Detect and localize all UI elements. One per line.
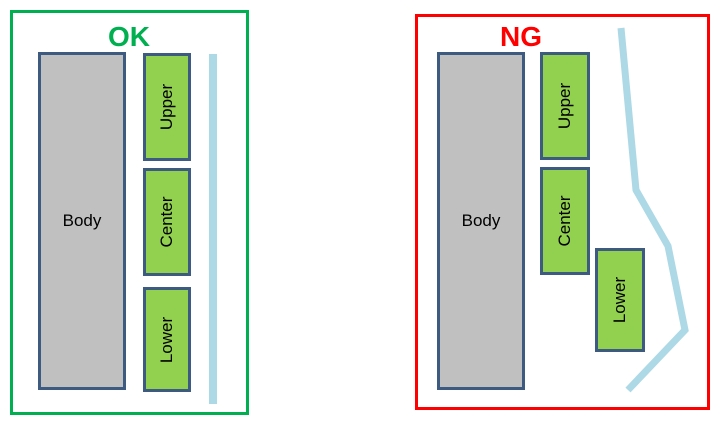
ng-center-block: Center	[540, 167, 590, 275]
ok-body-block: Body	[38, 52, 126, 390]
ng-reference-line	[617, 27, 689, 393]
ng-lower-block: Lower	[595, 248, 645, 352]
ng-body-label: Body	[461, 211, 501, 230]
ng-body-block: Body	[437, 52, 525, 390]
ok-center-block: Center	[143, 168, 191, 276]
ng-title: NG	[496, 22, 546, 52]
ok-title: OK	[104, 22, 154, 52]
ok-lower-block: Lower	[143, 287, 191, 392]
ok-upper-block: Upper	[143, 53, 191, 161]
ng-upper-block: Upper	[540, 52, 590, 160]
ok-body-label: Body	[62, 211, 102, 230]
